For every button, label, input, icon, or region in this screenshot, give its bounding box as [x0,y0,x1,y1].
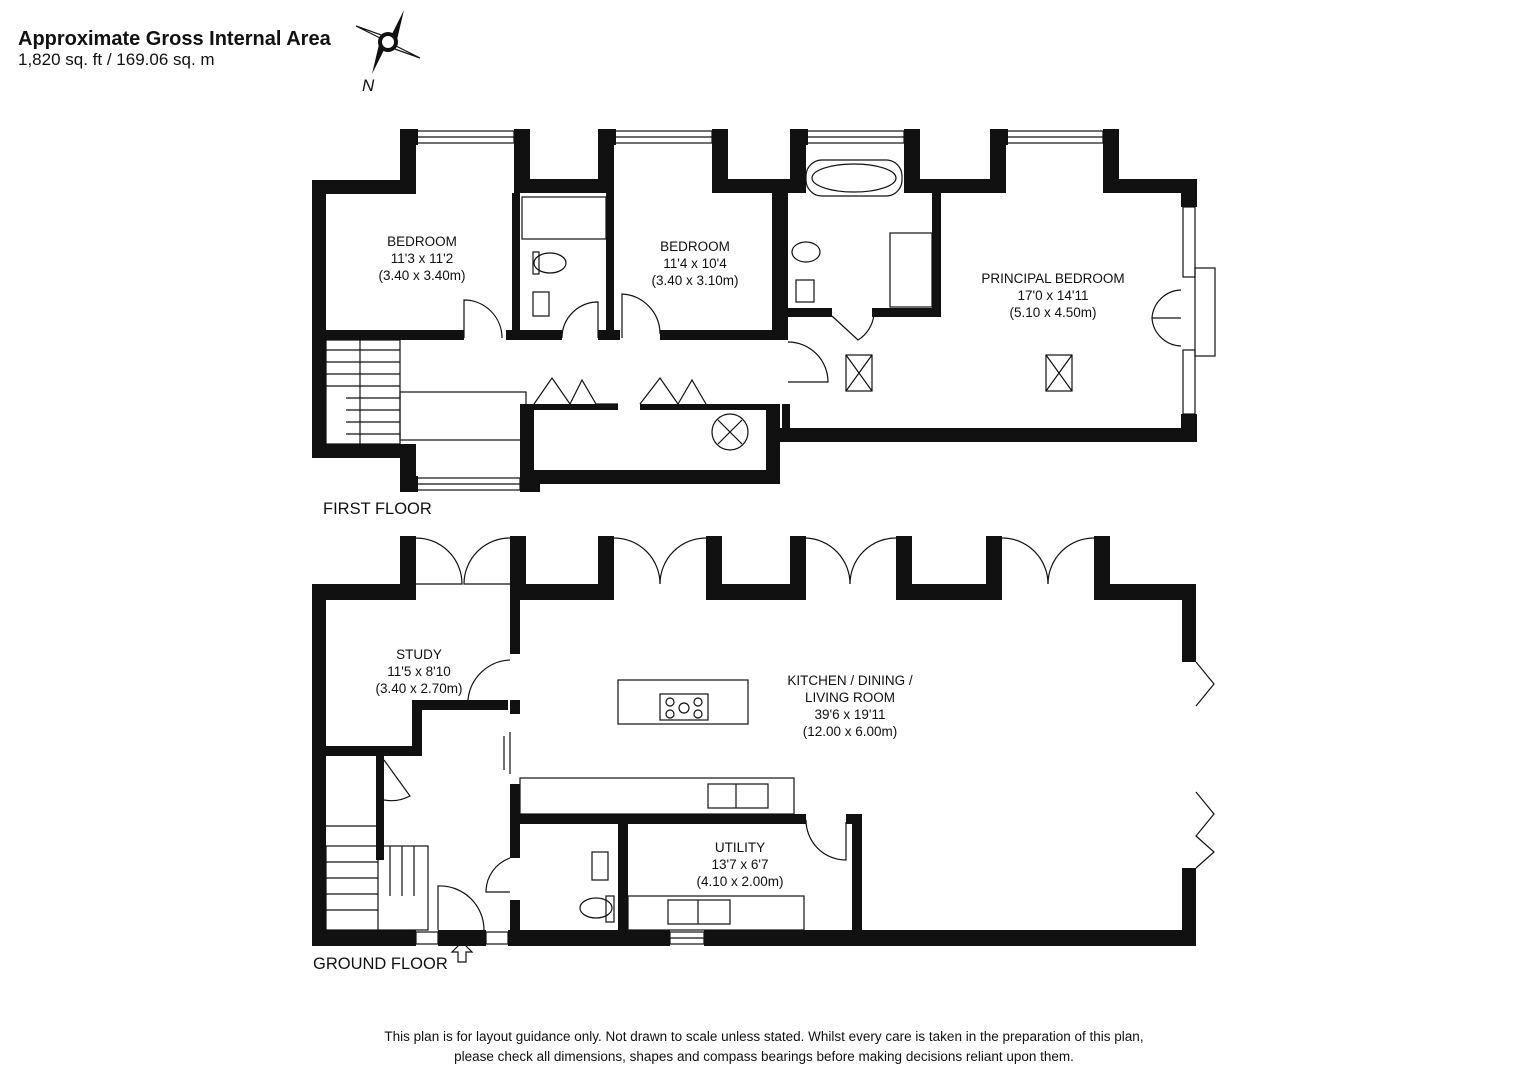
utility-metric: (4.10 x 2.00m) [696,874,783,889]
study-imperial: 11'5 x 8'10 [387,664,450,679]
principal-bedroom-name: PRINCIPAL BEDROOM [981,271,1124,286]
kitchen-imperial: 39'6 x 19'11 [815,707,886,722]
bedroom-1-metric: (3.40 x 3.40m) [378,268,465,283]
area-header: Approximate Gross Internal Area 1,820 sq… [18,28,331,70]
disclaimer-line-2: please check all dimensions, shapes and … [454,1049,1074,1064]
kitchen-metric: (12.00 x 6.00m) [803,724,898,739]
bedroom-1-name: BEDROOM [387,234,457,249]
bedroom-1-imperial: 11'3 x 11'2 [391,251,453,266]
first-floor-label: FIRST FLOOR [323,500,432,518]
bedroom-2-name: BEDROOM [660,239,730,254]
disclaimer-line-1: This plan is for layout guidance only. N… [384,1029,1144,1044]
area-value: 1,820 sq. ft / 169.06 sq. m [18,50,215,69]
kitchen-name: KITCHEN / DINING / [787,673,913,688]
ground-floor-label: GROUND FLOOR [313,955,448,973]
study-metric: (3.40 x 2.70m) [375,681,462,696]
kitchen-name-2: LIVING ROOM [805,690,895,705]
area-title: Approximate Gross Internal Area [18,28,331,50]
bedroom-2-metric: (3.40 x 3.10m) [651,273,738,288]
compass-icon: N [355,10,421,95]
bedroom-2-imperial: 11'4 x 10'4 [663,256,727,271]
ground-floor-walls [312,536,1196,946]
disclaimer: This plan is for layout guidance only. N… [0,1027,1528,1067]
utility-imperial: 13'7 x 6'7 [712,857,769,872]
principal-bedroom-imperial: 17'0 x 14'11 [1018,288,1089,303]
utility-name: UTILITY [715,840,765,855]
first-floor-windows [415,130,1216,491]
principal-bedroom-metric: (5.10 x 4.50m) [1009,305,1096,320]
ground-floor-openings [325,537,1215,963]
first-floor-walls [312,129,1197,492]
study-name: STUDY [396,647,442,662]
first-floor-fixtures [325,159,1182,451]
compass-north-label: N [362,76,375,95]
